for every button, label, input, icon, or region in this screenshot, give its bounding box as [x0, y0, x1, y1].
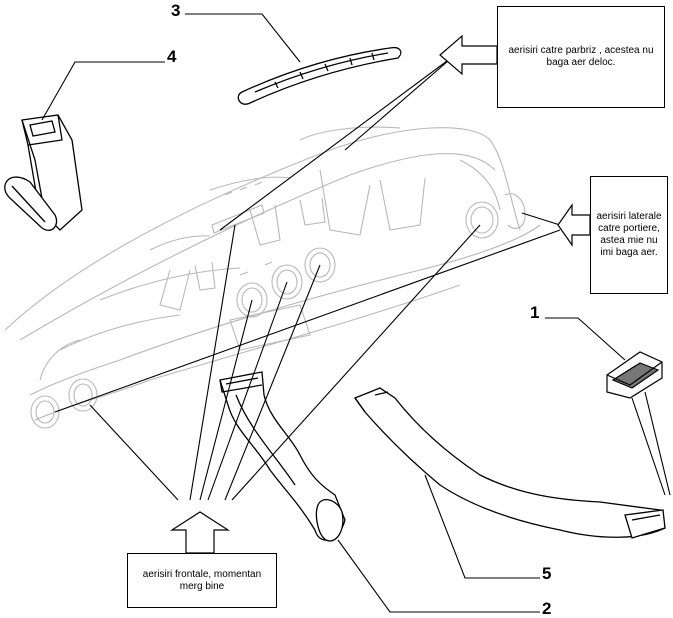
- note-frontal-vents: aerisiri frontale, momentan merg bine: [127, 553, 277, 608]
- callout-3: 3: [171, 1, 181, 20]
- callout-2: 2: [542, 599, 552, 618]
- note-lateral-vents: aerisiri laterale catre portiere, astea …: [590, 176, 668, 294]
- dashboard-drawing: [4, 126, 541, 429]
- leader-lines: [41, 13, 671, 613]
- callout-5: 5: [542, 564, 552, 583]
- callout-4: 4: [167, 47, 177, 66]
- note-arrows: [169, 34, 591, 554]
- callout-1: 1: [530, 303, 540, 322]
- part-1-grille: [606, 351, 663, 399]
- part-2-front-duct: [219, 371, 346, 542]
- part-4-side-duct: [4, 114, 83, 231]
- note-windshield-vents: aerisiri catre parbriz , acestea nu baga…: [497, 6, 665, 108]
- part-5-long-duct: [353, 387, 666, 539]
- part-3-windshield-vent: [237, 46, 402, 105]
